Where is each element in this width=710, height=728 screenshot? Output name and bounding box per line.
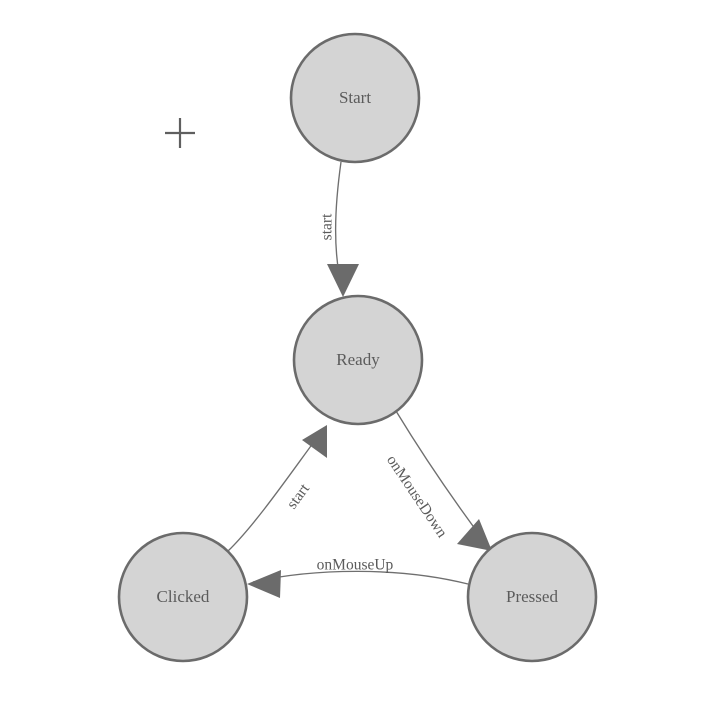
state-node-shape[interactable] [117,531,249,663]
state-node-shape[interactable] [466,531,598,663]
state-node-label: Ready [336,350,380,369]
edge-clicked-to-ready[interactable] [227,425,327,552]
edge-label-pressed-to-clicked: onMouseUp [317,557,394,574]
edge-arrowhead-icon [457,519,492,551]
edge-pressed-to-clicked[interactable] [247,570,469,598]
state-node-label: Clicked [157,587,210,606]
edge-arrowhead-icon [327,264,359,297]
state-node-clicked[interactable]: Clicked [117,531,249,663]
edge-ready-to-pressed[interactable] [395,410,492,551]
edge-label-clicked-to-ready: start [284,480,314,512]
edge-label-start-to-ready: start [319,213,336,240]
state-node-label: Pressed [506,587,558,606]
state-node-shape[interactable] [292,294,424,426]
state-node-ready[interactable]: Ready [292,294,424,426]
edge-label-ready-to-pressed: onMouseDown [383,452,451,541]
state-node-shape[interactable] [289,32,421,164]
edge-arrowhead-icon [247,570,281,598]
state-node-label: Start [339,88,371,107]
edge-start-to-ready[interactable] [327,161,359,297]
edges-layer [227,161,492,598]
edge-arrowhead-icon [302,425,327,458]
state-node-start[interactable]: Start [289,32,421,164]
crosshair-plus-icon [165,118,195,148]
state-node-pressed[interactable]: Pressed [466,531,598,663]
